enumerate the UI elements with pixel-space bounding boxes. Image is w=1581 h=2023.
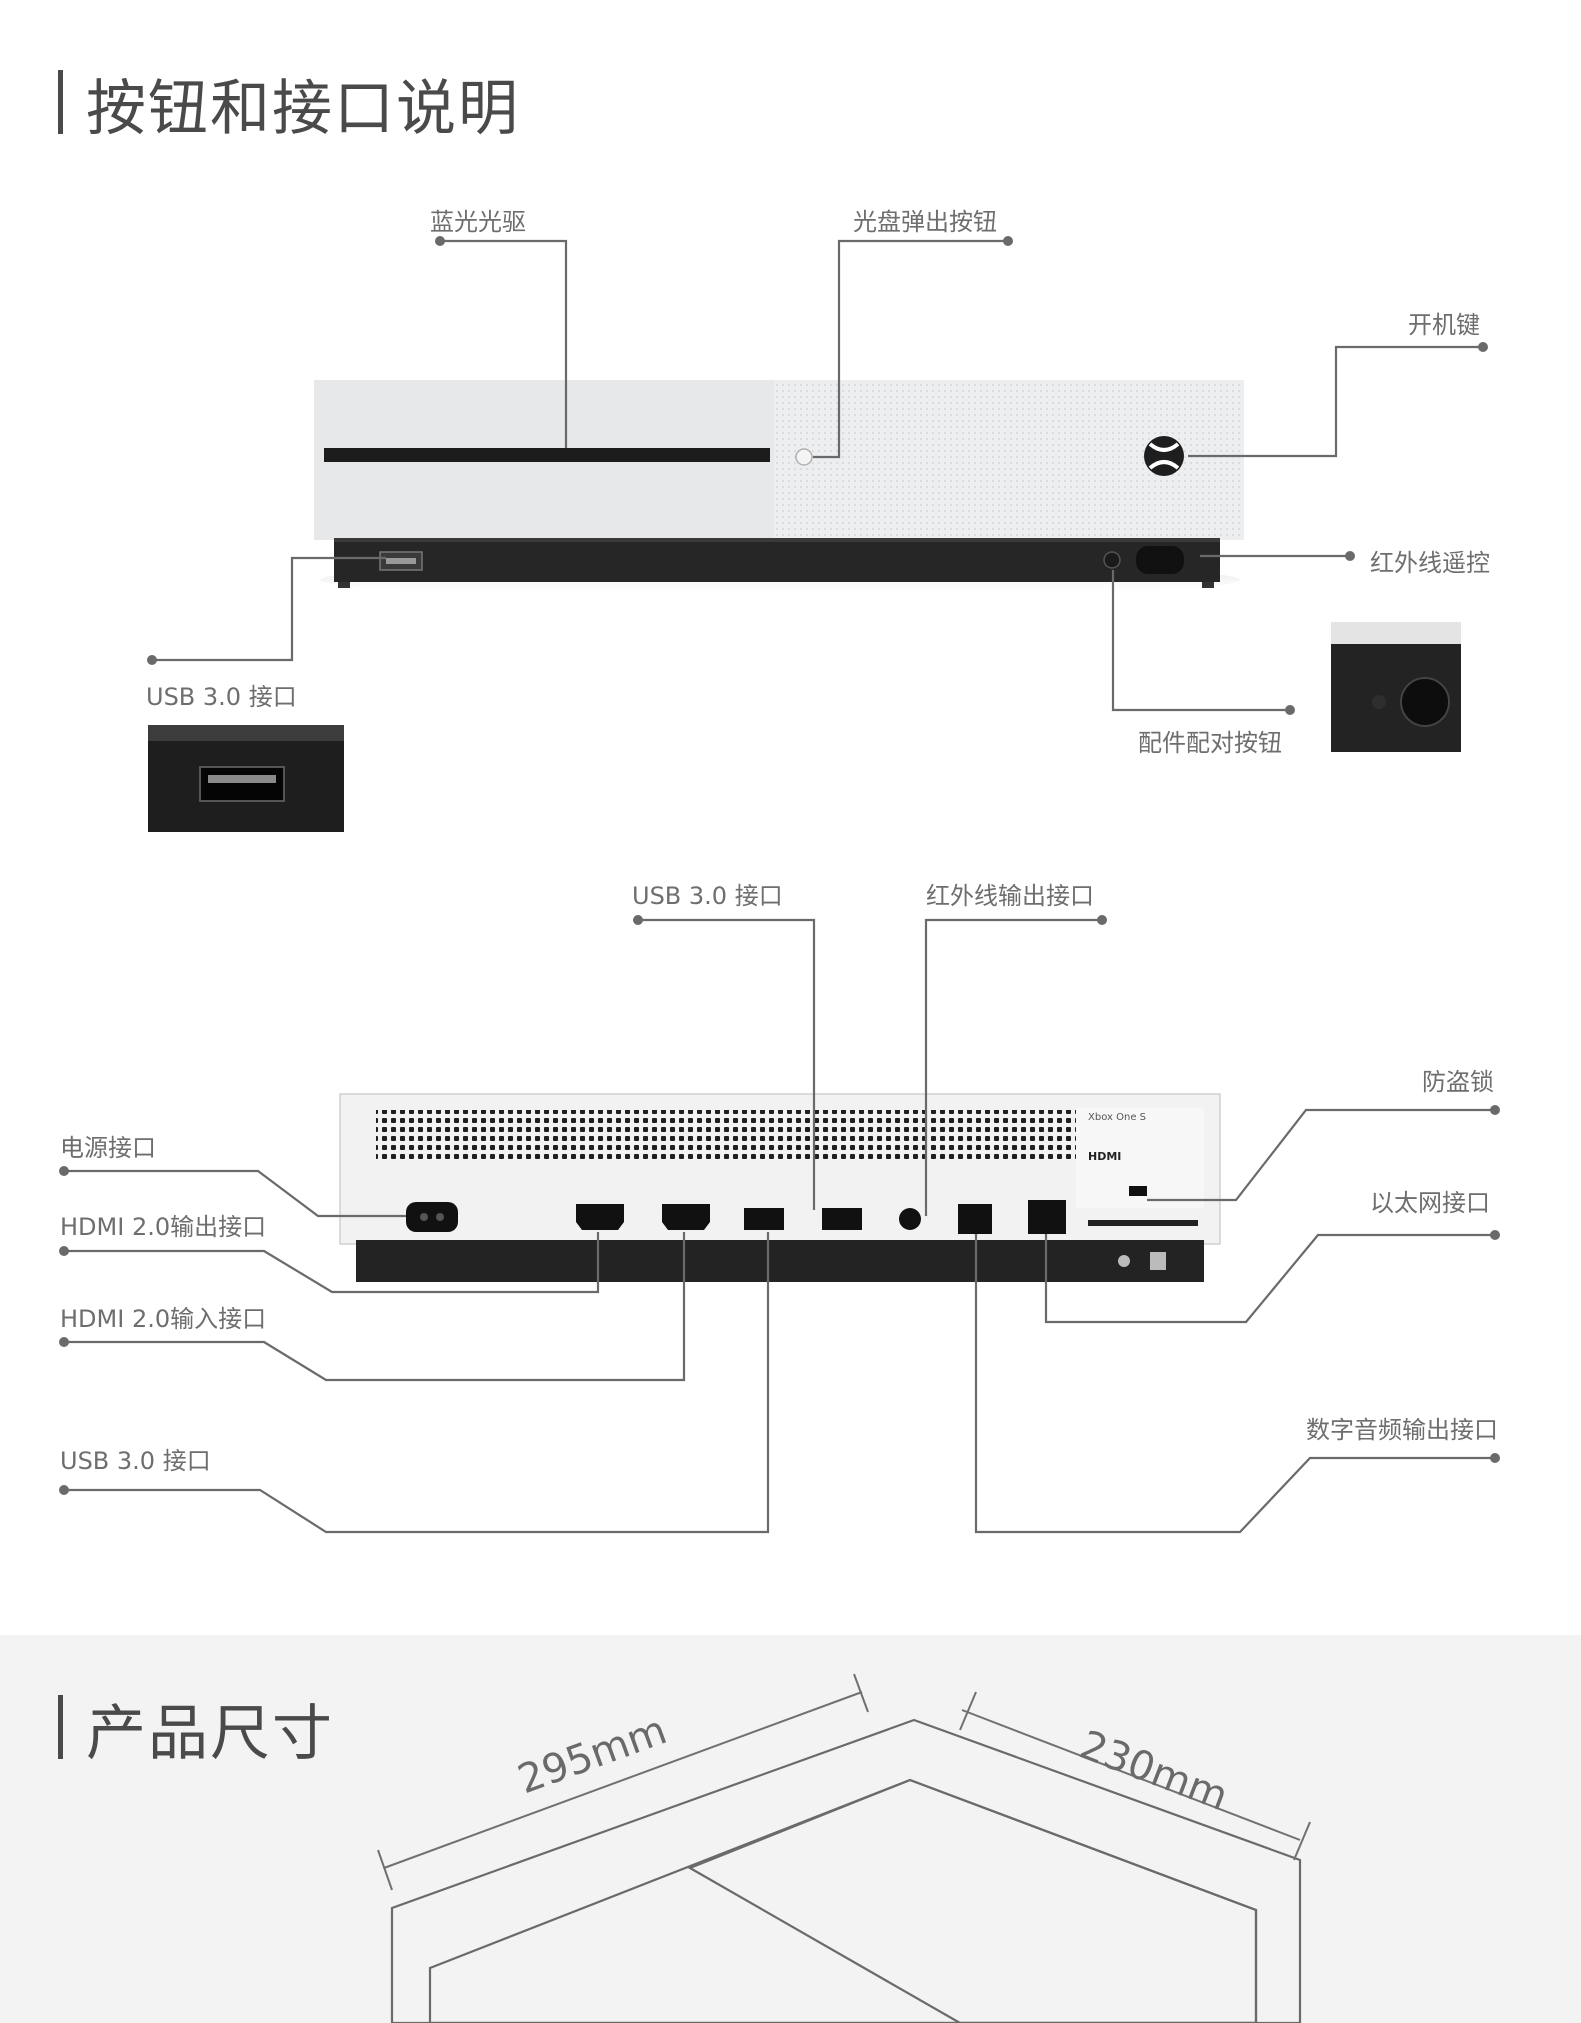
dimension-illustration xyxy=(0,0,1581,2023)
